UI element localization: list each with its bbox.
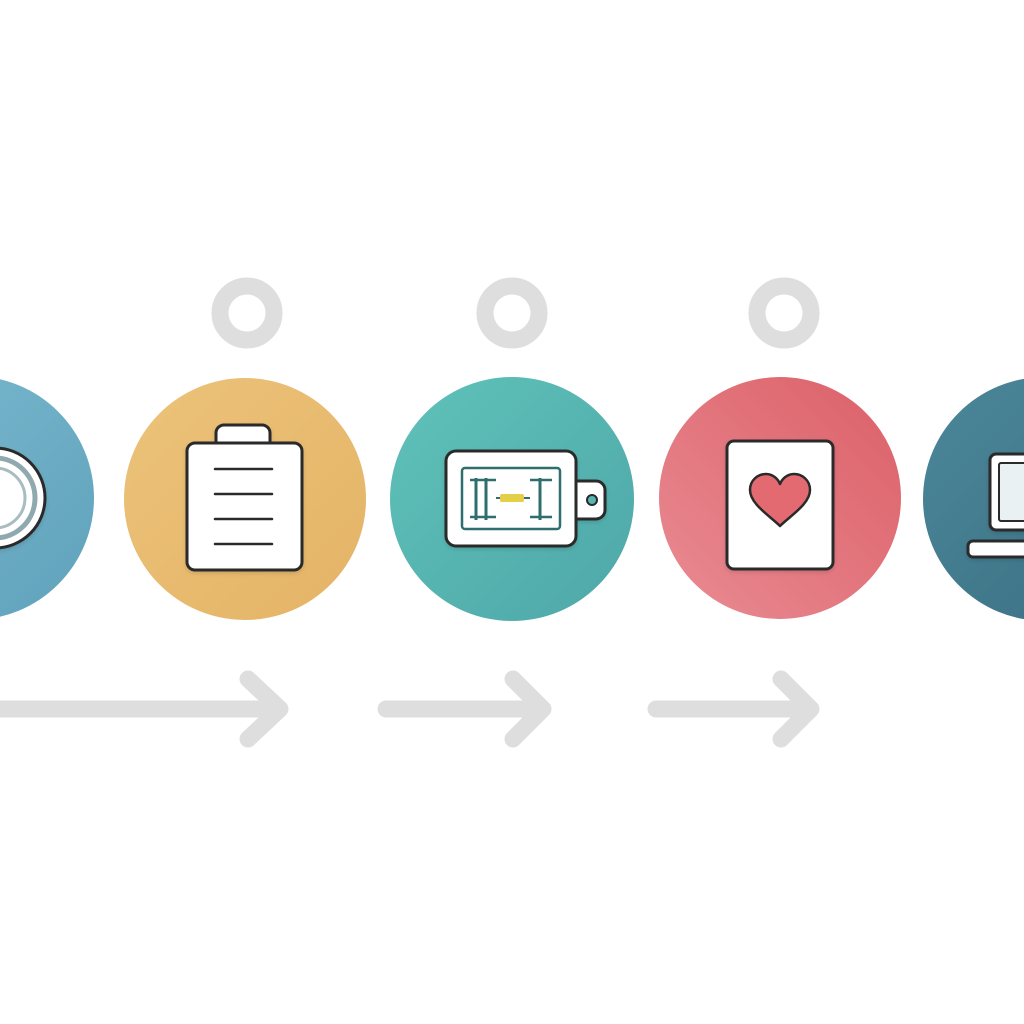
- step-4-marker-ring: [748, 277, 820, 349]
- circuit-card-icon: [444, 449, 607, 548]
- connector-2-3: [377, 670, 552, 748]
- step-3-node: [390, 377, 634, 621]
- arrow-right-icon: [647, 670, 820, 748]
- arrow-right-icon: [377, 670, 552, 748]
- step-5-circle: [923, 378, 1024, 620]
- clipboard-icon: [185, 423, 304, 572]
- connector-1-2: [0, 670, 289, 748]
- disc-icon: [0, 446, 47, 550]
- step-1-circle: [0, 379, 94, 617]
- laptop-icon: [966, 452, 1024, 559]
- step-3-marker-ring: [476, 277, 548, 349]
- step-4-node: [659, 377, 901, 619]
- step-5-node: [923, 378, 1024, 620]
- step-1-node: [0, 379, 94, 617]
- heart-card-icon: [725, 439, 835, 571]
- step-2-node: [124, 378, 366, 620]
- arrow-right-icon: [0, 670, 289, 748]
- connector-3-4: [647, 670, 820, 748]
- step-2-marker-ring: [211, 277, 283, 349]
